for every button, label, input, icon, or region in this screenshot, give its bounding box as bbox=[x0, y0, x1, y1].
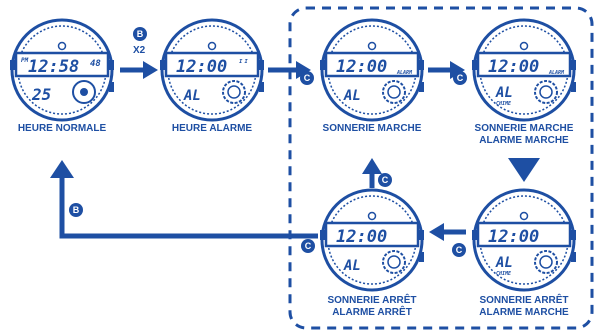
svg-text:C: C bbox=[382, 175, 389, 185]
chime-alarm-group-outline bbox=[288, 6, 594, 330]
label-chime-alarm-on-line1: SONNERIE MARCHE bbox=[475, 123, 574, 134]
svg-text:C: C bbox=[457, 73, 464, 83]
label-chime-off-alarm-on-line2: ALARME MARCHE bbox=[479, 307, 569, 318]
light-dot-icon bbox=[57, 41, 67, 51]
time-readout: 12:00 bbox=[336, 227, 387, 247]
gear-icon bbox=[382, 80, 406, 104]
button-b-icon bbox=[133, 27, 147, 41]
button-c-icon bbox=[378, 173, 392, 187]
alarm-indicator: ALARM bbox=[396, 70, 413, 76]
arrowhead-icon bbox=[362, 158, 382, 174]
label-all-off-line1: SONNERIE ARRÊT bbox=[327, 293, 416, 306]
svg-text:C: C bbox=[304, 73, 311, 83]
arrow-down-icon bbox=[508, 158, 540, 182]
alarm-indicator: ALARM bbox=[548, 70, 565, 76]
watch-normal-time: PM 12:58 48 25 bbox=[10, 18, 114, 122]
mode-indicator: AL bbox=[343, 88, 361, 104]
button-c-icon bbox=[453, 71, 467, 85]
mode-indicator: AL bbox=[495, 255, 513, 271]
gear-icon bbox=[382, 250, 406, 274]
time-readout: 12:00 bbox=[488, 227, 539, 247]
svg-text:ᴵᴵ: ᴵᴵ bbox=[238, 59, 249, 69]
svg-text:B: B bbox=[73, 205, 80, 215]
date-readout: 25 bbox=[31, 85, 51, 104]
time-readout: 12:58 bbox=[28, 57, 79, 77]
seconds-readout: 48 bbox=[90, 59, 101, 69]
button-c-icon bbox=[300, 71, 314, 85]
button-b-icon bbox=[69, 203, 83, 217]
watch-chime-alarm-on: 12:00 ALARM AL CHIME bbox=[472, 18, 576, 122]
svg-text:B: B bbox=[137, 29, 144, 39]
gear-icon bbox=[534, 80, 558, 104]
button-c-icon bbox=[301, 239, 315, 253]
label-alarm-time: HEURE ALARME bbox=[172, 123, 253, 134]
mode-indicator: AL bbox=[183, 88, 201, 104]
chime-indicator: CHIME bbox=[496, 271, 512, 277]
arrowhead-icon bbox=[450, 61, 465, 79]
gear-icon bbox=[222, 80, 246, 104]
gear-icon bbox=[534, 250, 558, 274]
arrow-return-to-normal bbox=[59, 176, 318, 239]
pm-indicator: PM bbox=[21, 57, 29, 64]
svg-text:C: C bbox=[456, 245, 463, 255]
chime-indicator: CHIME bbox=[496, 101, 512, 107]
svg-text:C: C bbox=[305, 241, 312, 251]
time-readout: 12:00 bbox=[488, 57, 539, 77]
label-chime-alarm-on-line2: ALARME MARCHE bbox=[479, 135, 569, 146]
button-c-icon bbox=[452, 243, 466, 257]
press-twice-label: X2 bbox=[133, 45, 146, 56]
label-normal-time: HEURE NORMALE bbox=[18, 123, 107, 134]
arrowhead-icon bbox=[429, 223, 444, 241]
day-dial-icon bbox=[72, 80, 96, 104]
mode-indicator: AL bbox=[343, 258, 361, 274]
mode-indicator: AL bbox=[495, 85, 513, 101]
label-chime-on: SONNERIE MARCHE bbox=[323, 123, 422, 134]
label-all-off-line2: ALARME ARRÊT bbox=[332, 305, 412, 318]
time-readout: 12:00 bbox=[336, 57, 387, 77]
watch-chime-off-alarm-on: 12:00 AL CHIME bbox=[472, 188, 576, 292]
watch-all-off: 12:00 AL bbox=[320, 188, 424, 292]
arrowhead-icon bbox=[143, 61, 158, 79]
lcd-display bbox=[14, 51, 110, 78]
watch-alarm-time: 12:00 ᴵᴵ AL bbox=[160, 18, 264, 122]
arrowhead-icon bbox=[296, 61, 311, 79]
time-readout: 12:00 bbox=[176, 57, 227, 77]
watch-chime-on: 12:00 ALARM AL bbox=[320, 18, 424, 122]
arrowhead-icon bbox=[50, 160, 74, 178]
label-chime-off-alarm-on-line1: SONNERIE ARRÊT bbox=[479, 293, 568, 306]
